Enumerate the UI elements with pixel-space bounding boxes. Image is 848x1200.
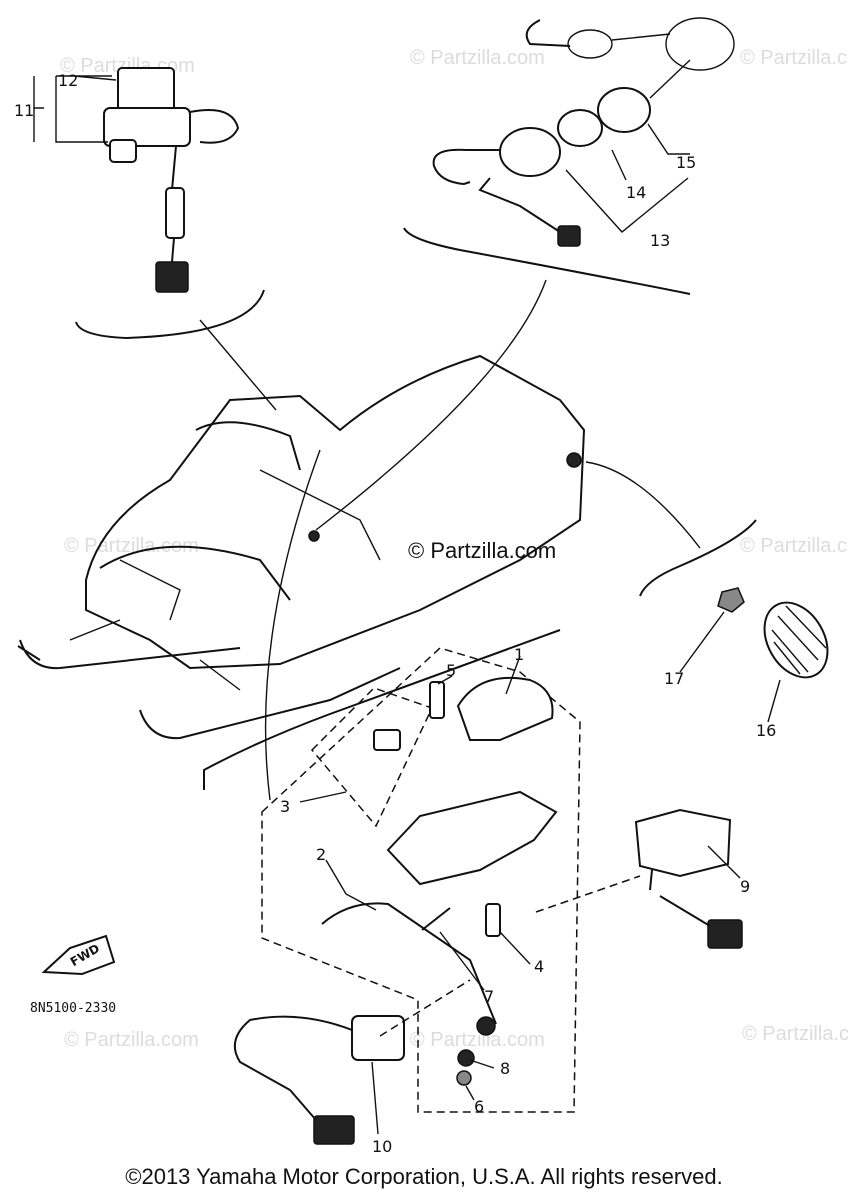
watermark: © Partzilla.com: [410, 1029, 545, 1051]
fwd-arrow: FWD: [41, 934, 116, 976]
throttle-assembly: [233, 647, 743, 1145]
copyright-notice: ©2013 Yamaha Motor Corporation, U.S.A. A…: [125, 1164, 723, 1189]
tail-lamp-parts: [717, 587, 829, 679]
part-label: 10: [372, 1137, 392, 1156]
part-label: 6: [474, 1097, 484, 1116]
diagram-code: 8N5100-2330: [30, 1001, 116, 1016]
center-watermark: © Partzilla.com: [408, 538, 556, 563]
leader-lines: [73, 75, 781, 1135]
part-label: 2: [316, 845, 326, 864]
callout-frames: [75, 227, 757, 801]
part-label: 14: [626, 183, 646, 202]
part-label: 17: [664, 669, 684, 688]
watermark-group: © Partzilla.com © Partzilla.com © Partzi…: [60, 47, 848, 1051]
watermark: © Partzilla.com: [410, 47, 545, 69]
part-labels: 1 2 3 4 5 6 7 8 9 10 11 12 13 14 15 16 1…: [14, 71, 776, 1156]
snowmobile-body: [17, 354, 586, 740]
watermark: © Partzilla.com: [740, 535, 848, 557]
part-label: 4: [534, 957, 544, 976]
part-label: 3: [280, 797, 290, 816]
part-label: 1: [514, 645, 524, 664]
part-label: 7: [484, 987, 494, 1006]
part-label: 15: [676, 153, 696, 172]
watermark: © Partzilla.com: [742, 1023, 848, 1045]
watermark: © Partzilla.com: [740, 47, 848, 69]
part-label: 12: [58, 71, 78, 90]
watermark: © Partzilla.com: [64, 535, 199, 557]
part-label: 13: [650, 231, 670, 250]
watermark: © Partzilla.com: [64, 1029, 199, 1051]
main-switch-assembly: [432, 17, 735, 247]
part-label: 16: [756, 721, 776, 740]
part-label: 9: [740, 877, 750, 896]
part-label: 11: [14, 101, 34, 120]
part-label: 5: [446, 661, 456, 680]
part-label: 8: [500, 1059, 510, 1078]
relay-assembly: [33, 67, 240, 293]
